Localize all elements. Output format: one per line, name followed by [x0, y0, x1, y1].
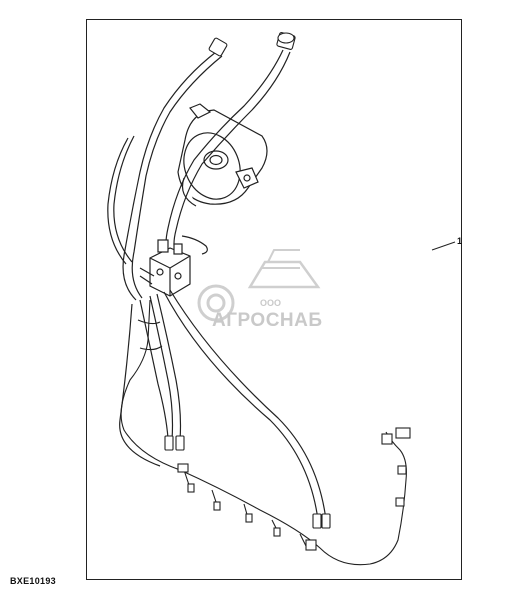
hose-fittings-top — [208, 32, 296, 57]
watermark-logo — [197, 249, 321, 322]
callout-leader — [431, 241, 456, 251]
watermark-prefix: ООО — [260, 298, 282, 308]
wire-harness — [120, 299, 407, 566]
diagram-frame — [86, 19, 462, 580]
upper-hoses — [107, 49, 291, 301]
wire-connectors — [177, 427, 411, 551]
control-valve — [139, 235, 208, 297]
callout-label: 1 — [457, 236, 463, 246]
watermark-brand: АГРОСНАБ — [212, 310, 323, 331]
hose-fittings-bottom — [164, 435, 331, 529]
lower-hoses — [119, 289, 327, 521]
clutch-assembly — [177, 103, 268, 207]
figure-id: BXE10193 — [10, 576, 56, 586]
